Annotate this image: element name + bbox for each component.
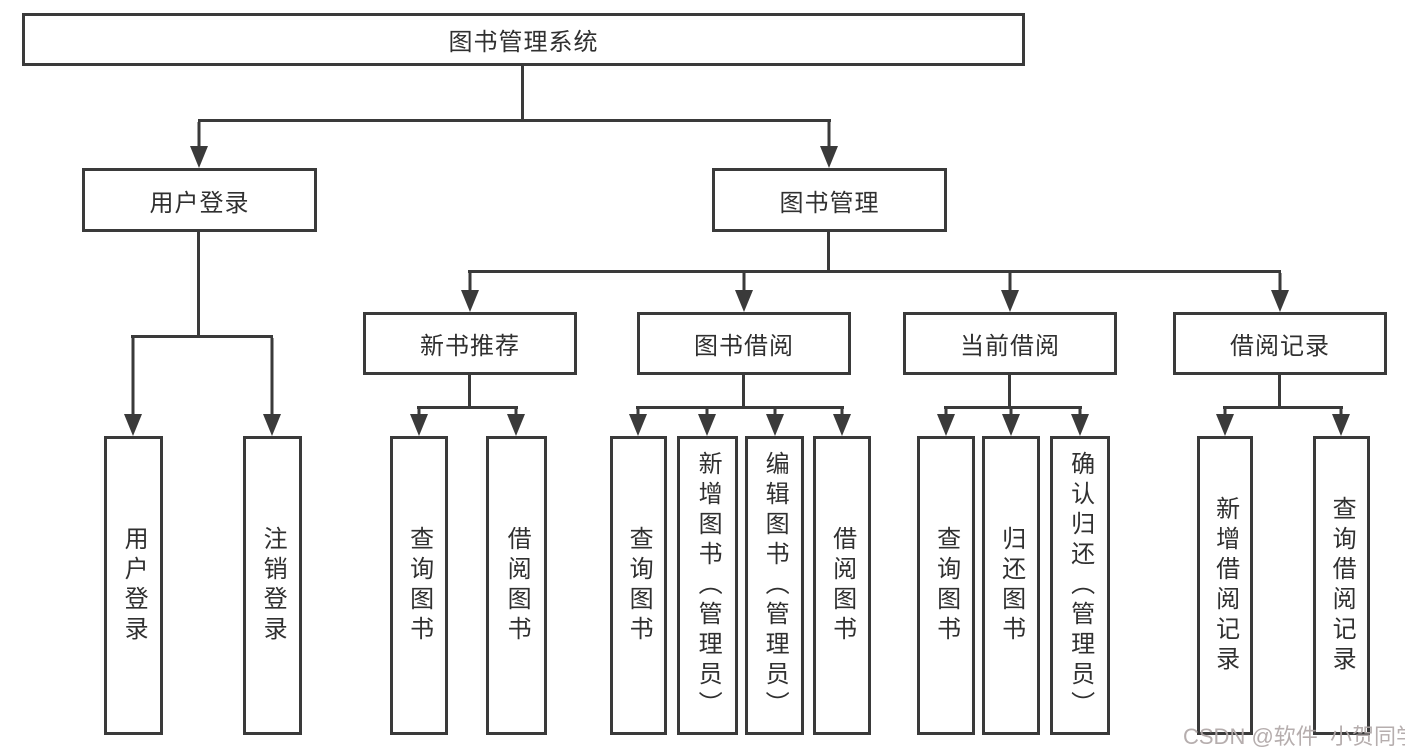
leaf-label: 确认归还（管理员） — [1066, 450, 1094, 721]
leaf-return-books: 归还图书 — [982, 436, 1040, 735]
arrow-leaf — [409, 409, 429, 436]
leaf-add-borrow-record: 新增借阅记录 — [1197, 436, 1253, 735]
arrow-leaf — [697, 409, 717, 436]
connector-borrow-records-rail — [1223, 406, 1343, 409]
connector-book-borrow-stub — [742, 375, 745, 406]
leaf-label: 查询图书 — [405, 525, 433, 646]
node-label: 新书推荐 — [420, 333, 520, 360]
leaf-label: 注销登录 — [259, 525, 287, 646]
connector-user-login-rail — [131, 335, 273, 338]
arrow-leaf — [1215, 409, 1235, 436]
node-library-management-system: 图书管理系统 — [22, 13, 1025, 66]
arrow-leaf — [628, 409, 648, 436]
node-book-management: 图书管理 — [712, 168, 947, 232]
arrow-leaf — [1001, 409, 1021, 436]
connector-user-login-stub — [197, 232, 200, 335]
arrow-leaf — [1070, 409, 1090, 436]
arrow-to-book-borrow — [734, 273, 754, 312]
arrow-to-current-borrow — [1000, 273, 1020, 312]
node-current-borrow: 当前借阅 — [903, 312, 1117, 375]
leaf-label: 编辑图书（管理员） — [761, 450, 789, 721]
leaf-edit-books-admin: 编辑图书（管理员） — [745, 436, 804, 735]
arrow-leaf — [936, 409, 956, 436]
leaf-confirm-return-admin: 确认归还（管理员） — [1050, 436, 1110, 735]
leaf-query-books-current: 查询图书 — [917, 436, 975, 735]
leaf-label: 用户登录 — [120, 525, 148, 646]
connector-new-book-recommend-rail — [417, 406, 518, 409]
leaf-query-books-recommend: 查询图书 — [390, 436, 448, 735]
leaf-label: 归还图书 — [997, 525, 1025, 646]
connector-book-borrow-rail — [636, 406, 844, 409]
node-user-login: 用户登录 — [82, 168, 317, 232]
node-borrow-records: 借阅记录 — [1173, 312, 1387, 375]
arrow-leaf — [1331, 409, 1351, 436]
node-label: 当前借阅 — [960, 333, 1060, 360]
leaf-borrow-books-recommend: 借阅图书 — [486, 436, 547, 735]
connector-current-borrow-stub — [1008, 375, 1011, 406]
connector-book-management-stub — [827, 232, 830, 270]
node-label: 图书借阅 — [694, 333, 794, 360]
arrow-to-book-management — [819, 122, 839, 168]
leaf-label: 借阅图书 — [503, 525, 531, 646]
leaf-borrow-books: 借阅图书 — [813, 436, 871, 735]
connector-root-stub — [521, 66, 524, 119]
connector-new-book-recommend-stub — [468, 375, 471, 406]
arrow-leaf — [506, 409, 526, 436]
leaf-user-login: 用户登录 — [104, 436, 163, 735]
csdn-watermark: CSDN @软件_小贺同学 — [1183, 724, 1405, 747]
arrow-to-leaf-logout — [262, 338, 282, 436]
leaf-label: 查询借阅记录 — [1328, 495, 1356, 676]
connector-current-borrow-rail — [944, 406, 1082, 409]
connector-borrow-records-stub — [1278, 375, 1281, 406]
connector-level2-rail — [198, 119, 831, 122]
leaf-label: 查询图书 — [932, 525, 960, 646]
leaf-label: 查询图书 — [625, 525, 653, 646]
leaf-label: 借阅图书 — [828, 525, 856, 646]
connector-level3-rail — [468, 270, 1281, 273]
arrow-leaf — [765, 409, 785, 436]
node-label: 借阅记录 — [1230, 333, 1330, 360]
node-label: 图书管理 — [779, 189, 880, 217]
node-label: 用户登录 — [149, 189, 250, 217]
node-label: 图书管理系统 — [448, 29, 599, 56]
leaf-add-books-admin: 新增图书（管理员） — [677, 436, 738, 735]
node-new-book-recommend: 新书推荐 — [363, 312, 577, 375]
leaf-query-borrow-record: 查询借阅记录 — [1313, 436, 1370, 735]
leaf-label: 新增借阅记录 — [1211, 495, 1239, 676]
arrow-to-borrow-records — [1270, 273, 1290, 312]
leaf-query-books-borrow: 查询图书 — [610, 436, 667, 735]
leaf-label: 新增图书（管理员） — [694, 450, 722, 721]
arrow-leaf — [832, 409, 852, 436]
arrow-to-user-login — [189, 122, 209, 168]
arrow-to-leaf-user-login — [123, 338, 143, 436]
node-book-borrow: 图书借阅 — [637, 312, 851, 375]
leaf-logout-login: 注销登录 — [243, 436, 302, 735]
arrow-to-new-book-recommend — [460, 273, 480, 312]
